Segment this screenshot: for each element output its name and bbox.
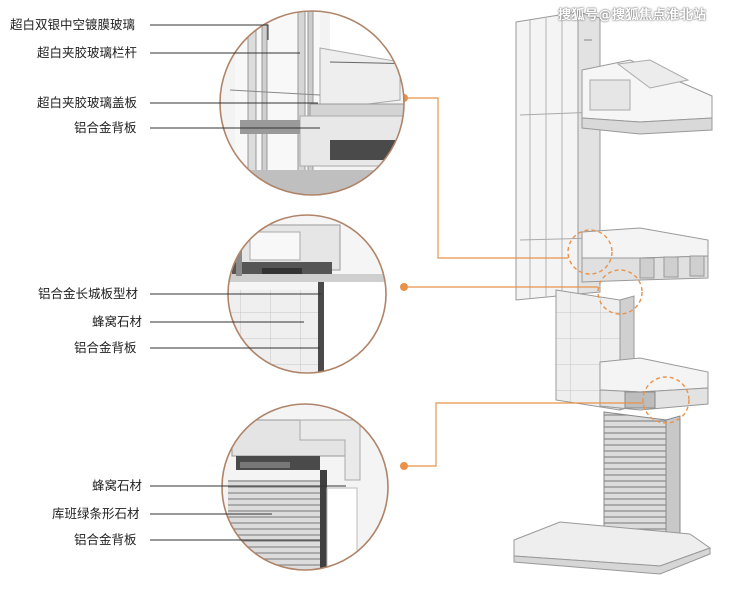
highlight-circle-bottom <box>642 376 690 424</box>
watermark: 搜狐号@搜狐焦点淮北站 <box>558 8 707 23</box>
label-honeycomb-stone-bottom: 蜂窝石材 <box>92 478 143 493</box>
label-aluminum-greatwall-profile: 铝合金长城板型材 <box>38 286 139 301</box>
label-laminated-glass-cover: 超白夹胶玻璃盖板 <box>37 95 138 110</box>
highlight-circle-middle <box>597 269 643 315</box>
label-aluminum-backplate-top: 铝合金背板 <box>74 120 137 135</box>
label-honeycomb-stone-middle: 蜂窝石材 <box>92 314 143 329</box>
leader-line <box>150 24 269 40</box>
highlight-circles <box>567 229 690 424</box>
label-laminated-glass-railing: 超白夹胶玻璃栏杆 <box>37 45 138 60</box>
highlight-circle-top <box>567 229 613 275</box>
building-section <box>513 11 713 575</box>
label-double-silver-glass: 超白双银中空镀膜玻璃 <box>10 17 136 32</box>
detail-circle-top <box>219 10 405 196</box>
detail-circle-middle <box>227 214 387 374</box>
detail-circle-bottom <box>221 403 389 571</box>
leader-lines <box>150 24 346 541</box>
label-aluminum-backplate-middle: 铝合金背板 <box>74 340 137 355</box>
label-cuban-green-strip-stone: 库班绿条形石材 <box>52 506 140 521</box>
connector-top <box>404 97 568 259</box>
label-aluminum-backplate-bottom: 铝合金背板 <box>74 532 137 547</box>
connector-bottom <box>404 402 644 467</box>
